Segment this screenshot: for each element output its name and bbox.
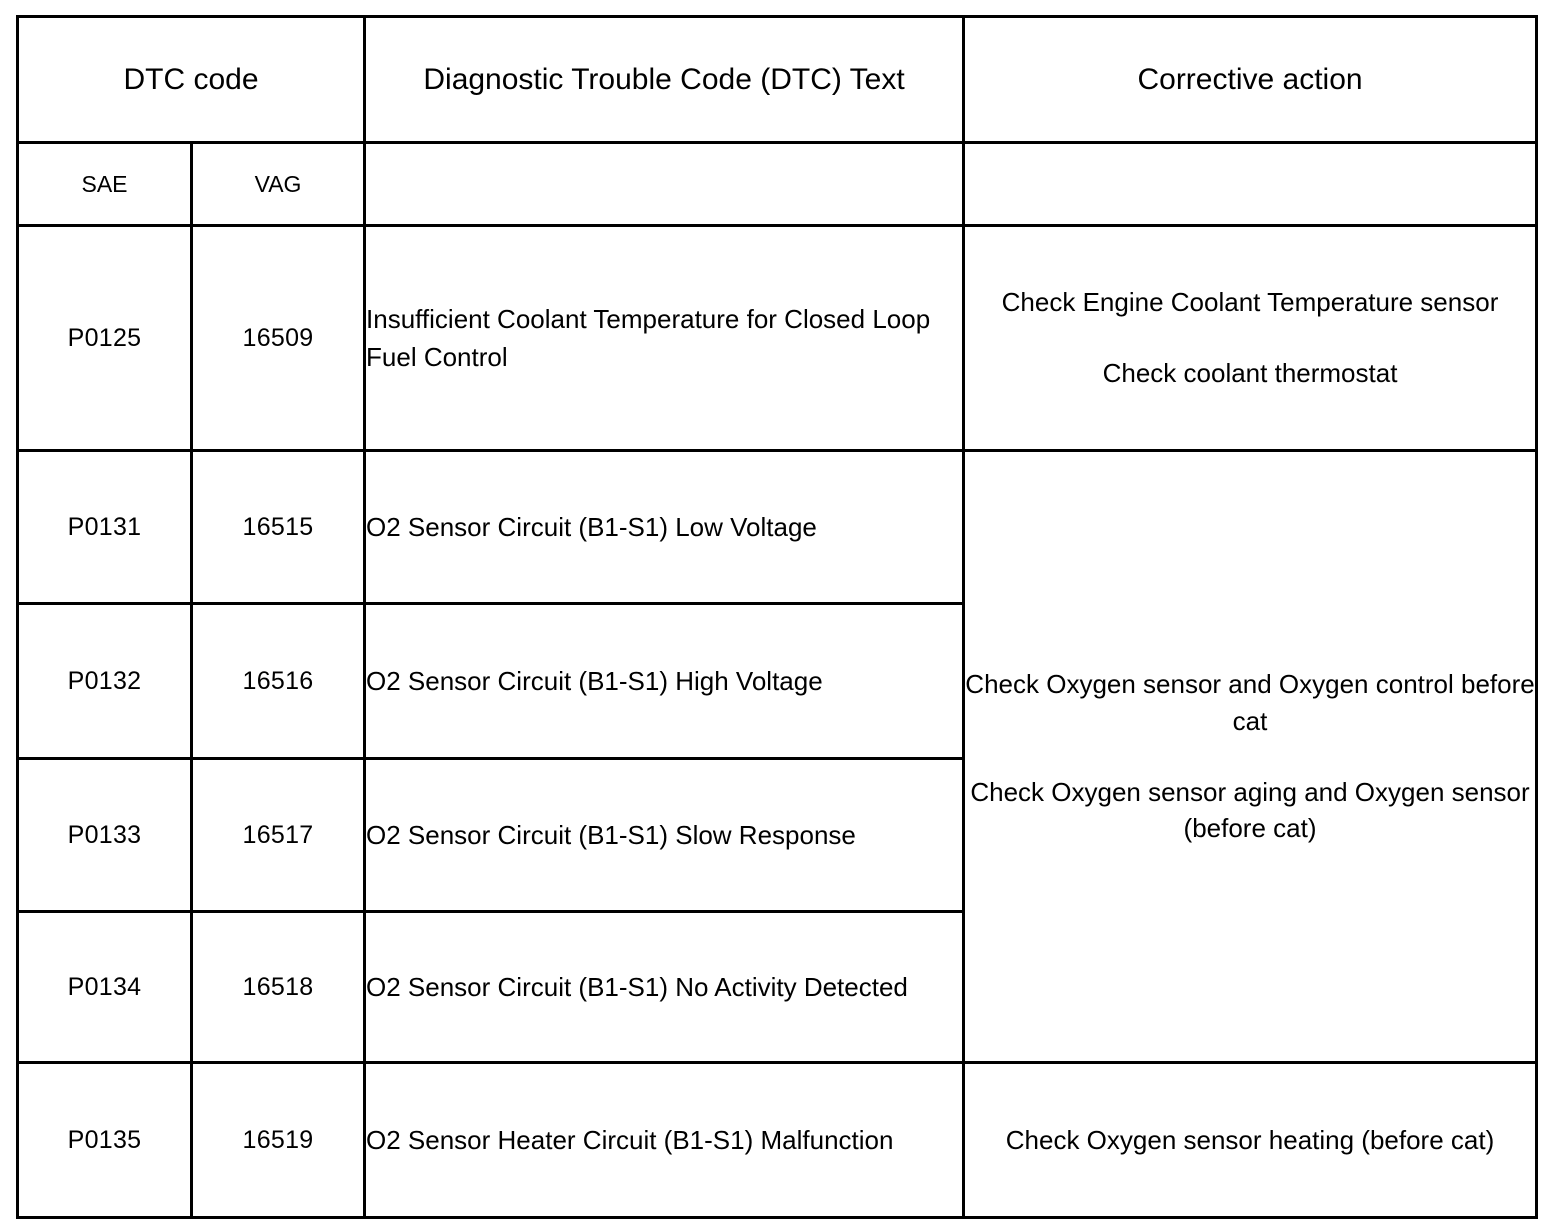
table-row: P0131 16515 O2 Sensor Circuit (B1-S1) Lo…	[16, 449, 1539, 1064]
cell-vag-code: 16515	[189, 449, 367, 605]
cell-vag-code: 16518	[189, 910, 367, 1064]
cell-dtc-text: O2 Sensor Circuit (B1-S1) No Activity De…	[363, 910, 966, 1064]
cell-sae-code: P0135	[16, 1061, 193, 1219]
cell-corrective-action: Check Oxygen sensor heating (before cat)	[962, 1061, 1539, 1219]
cell-dtc-text: O2 Sensor Circuit (B1-S1) Slow Response	[363, 757, 966, 913]
cell-dtc-text: O2 Sensor Circuit (B1-S1) High Voltage	[363, 602, 966, 760]
cell-dtc-text: O2 Sensor Heater Circuit (B1-S1) Malfunc…	[363, 1061, 966, 1219]
corrective-action-line: Check Oxygen sensor and Oxygen control b…	[965, 668, 1535, 736]
table-header-row-main: DTC code Diagnostic Trouble Code (DTC) T…	[15, 15, 1539, 144]
corrective-action-line: Check Oxygen sensor aging and Oxygen sen…	[970, 776, 1530, 844]
cell-vag-code: 16517	[189, 757, 367, 913]
table-row: P0133 16517 O2 Sensor Circuit (B1-S1) Sl…	[16, 757, 1537, 913]
header-dtc-code-label: DTC code	[123, 62, 259, 96]
header-sub-text-blank	[363, 141, 966, 227]
action-spacer	[965, 740, 1535, 774]
dtc-code-table: DTC code Diagnostic Trouble Code (DTC) T…	[15, 15, 1539, 1219]
cell-corrective-action-merged: Check Oxygen sensor and Oxygen control b…	[962, 449, 1539, 1064]
cell-dtc-text: O2 Sensor Circuit (B1-S1) Low Voltage	[363, 449, 966, 605]
action-spacer	[965, 321, 1535, 355]
cell-vag-code: 16516	[189, 602, 367, 760]
header-corrective-action-label: Corrective action	[1137, 62, 1363, 96]
header-sub-action-blank	[962, 141, 1539, 227]
cell-corrective-action: Check Engine Coolant Temperature sensor …	[962, 224, 1539, 452]
header-dtc-code: DTC code	[15, 15, 367, 144]
header-sub-sae: SAE	[16, 141, 193, 227]
cell-dtc-text: Insufficient Coolant Temperature for Clo…	[363, 224, 966, 452]
cell-vag-code: 16509	[189, 224, 367, 452]
cell-sae-code: P0133	[16, 757, 193, 913]
cell-sae-code: P0125	[16, 224, 193, 452]
table-row: P0135 16519 O2 Sensor Heater Circuit (B1…	[16, 1061, 1539, 1219]
header-dtc-text: Diagnostic Trouble Code (DTC) Text	[363, 15, 966, 144]
header-dtc-text-label: Diagnostic Trouble Code (DTC) Text	[423, 62, 905, 96]
cell-sae-code: P0131	[16, 449, 193, 605]
header-corrective-action: Corrective action	[962, 15, 1539, 144]
table-row: P0134 16518 O2 Sensor Circuit (B1-S1) No…	[16, 910, 1537, 1064]
cell-sae-code: P0132	[16, 602, 193, 760]
header-sub-vag: VAG	[189, 141, 367, 227]
cell-vag-code: 16519	[189, 1061, 367, 1219]
table-row: P0125 16509 Insufficient Coolant Tempera…	[16, 224, 1539, 452]
corrective-action-line: Check Oxygen sensor heating (before cat)	[1005, 1124, 1495, 1155]
table-header-row-sub: SAE VAG	[16, 141, 1539, 227]
corrective-action-line: Check coolant thermostat	[1102, 358, 1398, 388]
corrective-action-line: Check Engine Coolant Temperature sensor	[1001, 287, 1499, 318]
cell-sae-code: P0134	[16, 910, 193, 1064]
table-row: P0132 16516 O2 Sensor Circuit (B1-S1) Hi…	[16, 602, 1537, 760]
